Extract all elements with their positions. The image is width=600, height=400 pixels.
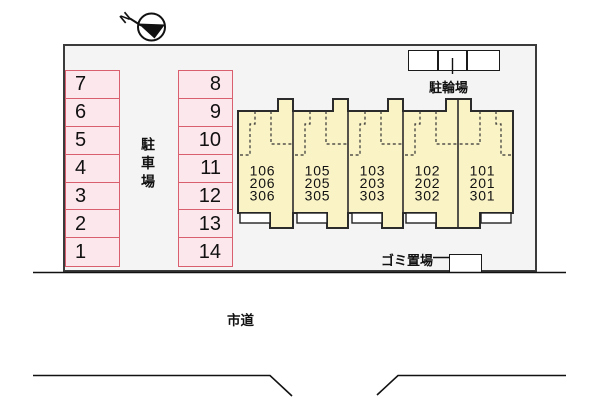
parking-space-10: 10 (178, 125, 233, 156)
parking-space-11: 11 (178, 153, 233, 184)
garbage-box (449, 254, 482, 273)
parking-space-2: 2 (65, 209, 120, 239)
bicycle-rack-divider (437, 51, 439, 70)
parking-space-1: 1 (65, 237, 120, 267)
parking-space-4: 4 (65, 153, 120, 184)
parking-space-6: 6 (65, 97, 120, 128)
road-edge-line-lower (33, 374, 566, 397)
compass-tail (129, 17, 142, 27)
bicycle-rack (408, 50, 500, 71)
parking-space-14: 14 (178, 237, 233, 267)
parking-space-12: 12 (178, 181, 233, 211)
parking-space-3: 3 (65, 181, 120, 211)
bicycle-parking-label: 駐輪場 (429, 80, 469, 95)
bicycle-rack-divider (466, 51, 468, 70)
parking-space-13: 13 (178, 209, 233, 239)
garbage-area-label: ゴミ置場 (381, 253, 434, 268)
parking-space-5: 5 (65, 125, 120, 156)
parking-column-left: 7 6 5 4 3 2 1 (65, 70, 120, 267)
compass-circle (137, 12, 166, 42)
parking-column-right: 8 9 10 11 12 13 14 (178, 70, 233, 267)
compass-needle (138, 23, 165, 39)
parking-lot-label: 駐車場 (140, 137, 156, 193)
north-compass-icon: N (117, 9, 166, 42)
parking-space-7: 7 (65, 70, 120, 100)
road-label: 市道 (227, 313, 254, 328)
north-label: N (117, 9, 134, 27)
parking-space-8: 8 (178, 70, 233, 100)
parking-space-9: 9 (178, 97, 233, 128)
